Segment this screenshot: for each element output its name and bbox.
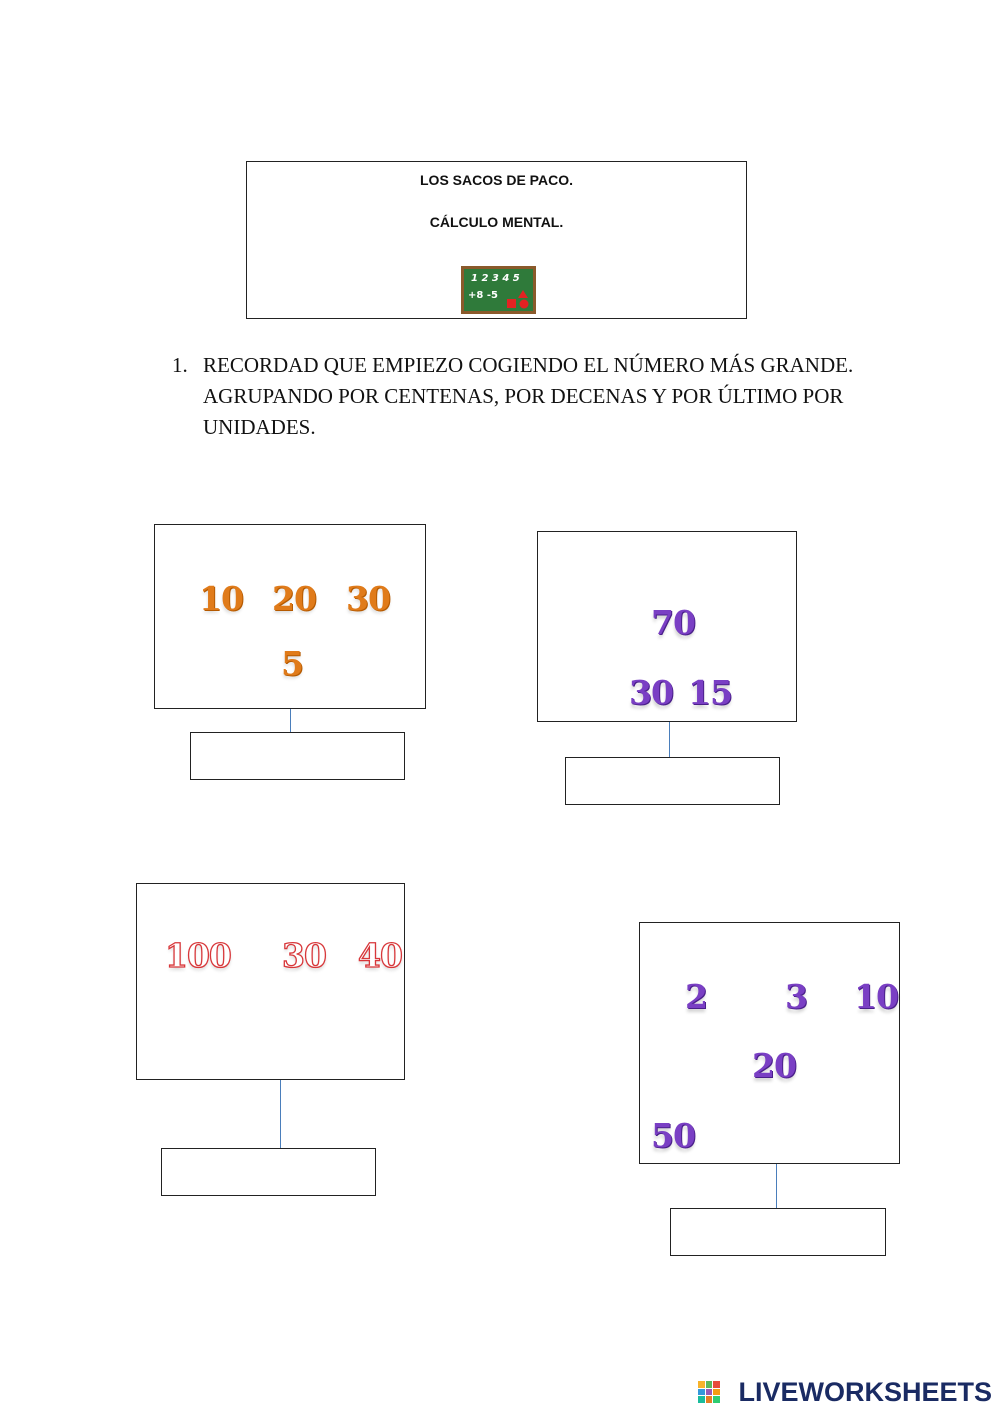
svg-text:+8 -5: +8 -5 xyxy=(468,290,498,301)
sack-number: 70 xyxy=(651,603,696,642)
chalkboard-icon: 1 2 3 4 5 +8 -5 xyxy=(461,266,536,314)
connector-line xyxy=(290,709,291,732)
answer-input-1[interactable] xyxy=(191,733,404,779)
answer-box-1[interactable] xyxy=(190,732,405,780)
liveworksheets-logo-icon xyxy=(698,1381,720,1403)
title-box: LOS SACOS DE PACO. CÁLCULO MENTAL. 1 2 3… xyxy=(246,161,747,319)
sack-number: 3 xyxy=(785,977,808,1016)
answer-box-3[interactable] xyxy=(161,1148,376,1196)
answer-input-4[interactable] xyxy=(671,1209,885,1255)
sack-number: 30 xyxy=(629,673,674,712)
sack-number: 30 xyxy=(281,936,327,975)
connector-line xyxy=(776,1164,777,1208)
sack-number: 15 xyxy=(688,673,733,712)
connector-line xyxy=(669,722,670,757)
instruction-number: 1. xyxy=(172,353,188,377)
sack-number: 40 xyxy=(357,936,403,975)
sack-1: 10 20 30 5 xyxy=(154,524,426,709)
instruction-text: RECORDAD QUE EMPIEZO COGIENDO EL NÚMERO … xyxy=(203,353,854,439)
sack-number: 50 xyxy=(651,1116,696,1155)
sack-number: 10 xyxy=(854,977,899,1016)
sack-3: 100 30 40 xyxy=(136,883,405,1080)
connector-line xyxy=(280,1080,281,1148)
worksheet-subtitle: CÁLCULO MENTAL. xyxy=(429,214,564,230)
svg-text:1 2 3 4 5: 1 2 3 4 5 xyxy=(471,273,520,284)
sack-number: 2 xyxy=(685,977,708,1016)
worksheet-title: LOS SACOS DE PACO. xyxy=(420,172,573,188)
sack-number: 100 xyxy=(164,936,232,975)
sack-number: 20 xyxy=(272,579,317,618)
answer-box-4[interactable] xyxy=(670,1208,886,1256)
brand-wordmark: LIVEWORKSHEETS xyxy=(738,1377,992,1407)
sack-2: 70 30 15 xyxy=(537,531,797,722)
sack-number: 20 xyxy=(752,1046,797,1085)
answer-box-2[interactable] xyxy=(565,757,780,805)
sack-number: 10 xyxy=(199,579,244,618)
answer-input-3[interactable] xyxy=(162,1149,375,1195)
answer-input-2[interactable] xyxy=(566,758,779,804)
sack-number: 30 xyxy=(346,579,391,618)
sack-4: 2 3 10 20 50 xyxy=(639,922,900,1164)
sack-number: 5 xyxy=(281,644,304,683)
